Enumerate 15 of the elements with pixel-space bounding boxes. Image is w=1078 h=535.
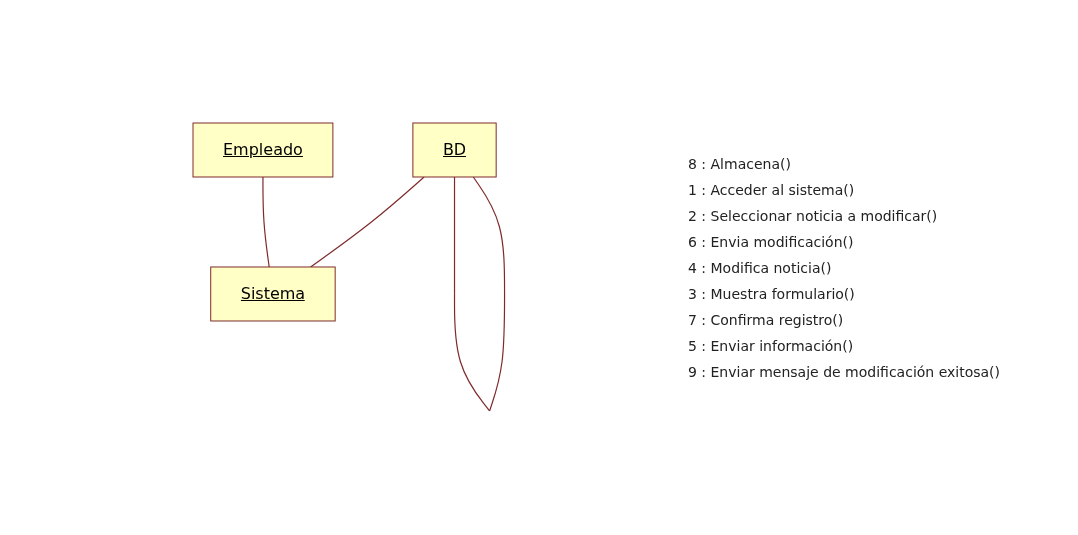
message-label: 2 : Seleccionar noticia a modificar() (688, 207, 939, 224)
message-label: 4 : Modifica noticia() (688, 259, 833, 276)
connector (262, 176, 270, 269)
node-box: Empleado (192, 122, 334, 178)
message-label: 3 : Muestra formulario() (688, 285, 856, 302)
connector (454, 176, 506, 412)
node-box: Sistema (210, 266, 336, 322)
message-label: 5 : Enviar información() (688, 337, 855, 354)
message-label: 7 : Confirma registro() (688, 311, 845, 328)
message-label: 6 : Envia modificación() (688, 233, 855, 250)
node-box: BD (412, 122, 497, 178)
message-label: 9 : Enviar mensaje de modificación exitosa() (688, 363, 1002, 380)
message-label: 8 : Almacena() (688, 155, 792, 172)
connector (310, 176, 425, 269)
message-label: 1 : Acceder al sistema() (688, 181, 856, 198)
